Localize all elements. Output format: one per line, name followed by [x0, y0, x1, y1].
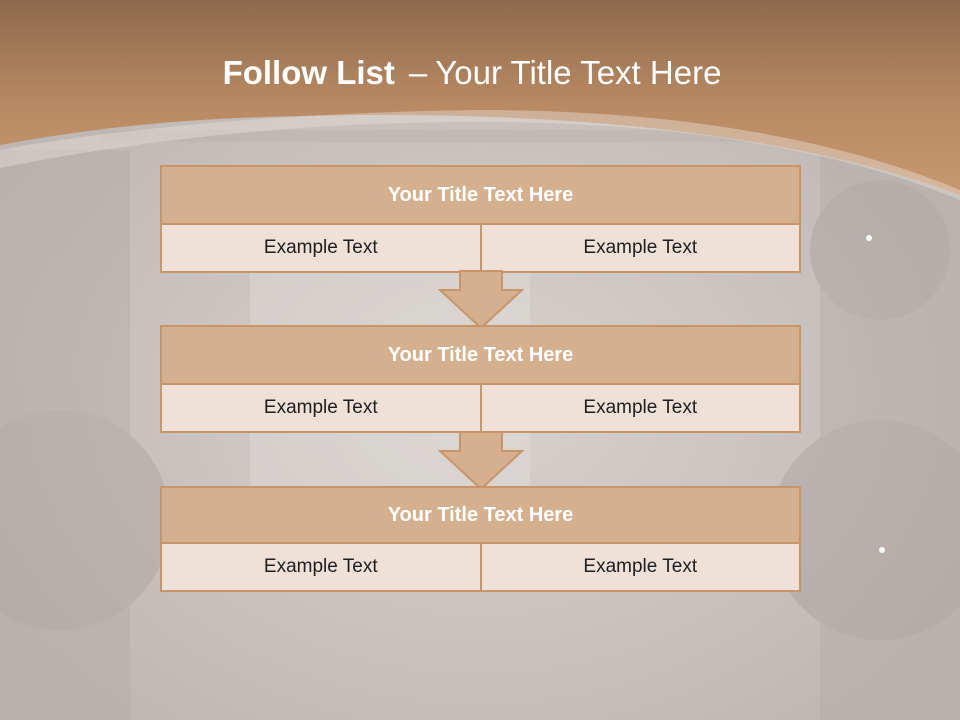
block-title: Your Title Text Here [162, 327, 799, 385]
block-cell: Example Text [162, 385, 480, 431]
block-cell: Example Text [162, 225, 480, 271]
block-cell: Example Text [479, 544, 799, 590]
block-cell: Example Text [479, 385, 799, 431]
follow-list-block: Your Title Text Here Example Text Exampl… [160, 165, 801, 273]
block-row: Example Text Example Text [162, 225, 799, 271]
follow-list-block: Your Title Text Here Example Text Exampl… [160, 325, 801, 433]
slide-title-separator: – [408, 54, 428, 91]
down-arrow-icon [438, 431, 524, 491]
header-band-highlight [0, 110, 960, 200]
block-title: Your Title Text Here [162, 167, 799, 225]
header-band [0, 0, 960, 195]
block-row: Example Text Example Text [162, 544, 799, 590]
down-arrow-icon [438, 270, 524, 330]
block-row: Example Text Example Text [162, 385, 799, 431]
block-cell: Example Text [162, 544, 480, 590]
block-title: Your Title Text Here [162, 488, 799, 544]
slide-title: Follow List–Your Title Text Here [0, 54, 944, 92]
sparkle-icon [879, 547, 885, 553]
slide-title-bold: Follow List [222, 54, 395, 91]
follow-list-block: Your Title Text Here Example Text Exampl… [160, 486, 801, 592]
slide-title-rest: Your Title Text Here [435, 54, 722, 91]
block-cell: Example Text [479, 225, 799, 271]
sparkle-icon [866, 235, 872, 241]
